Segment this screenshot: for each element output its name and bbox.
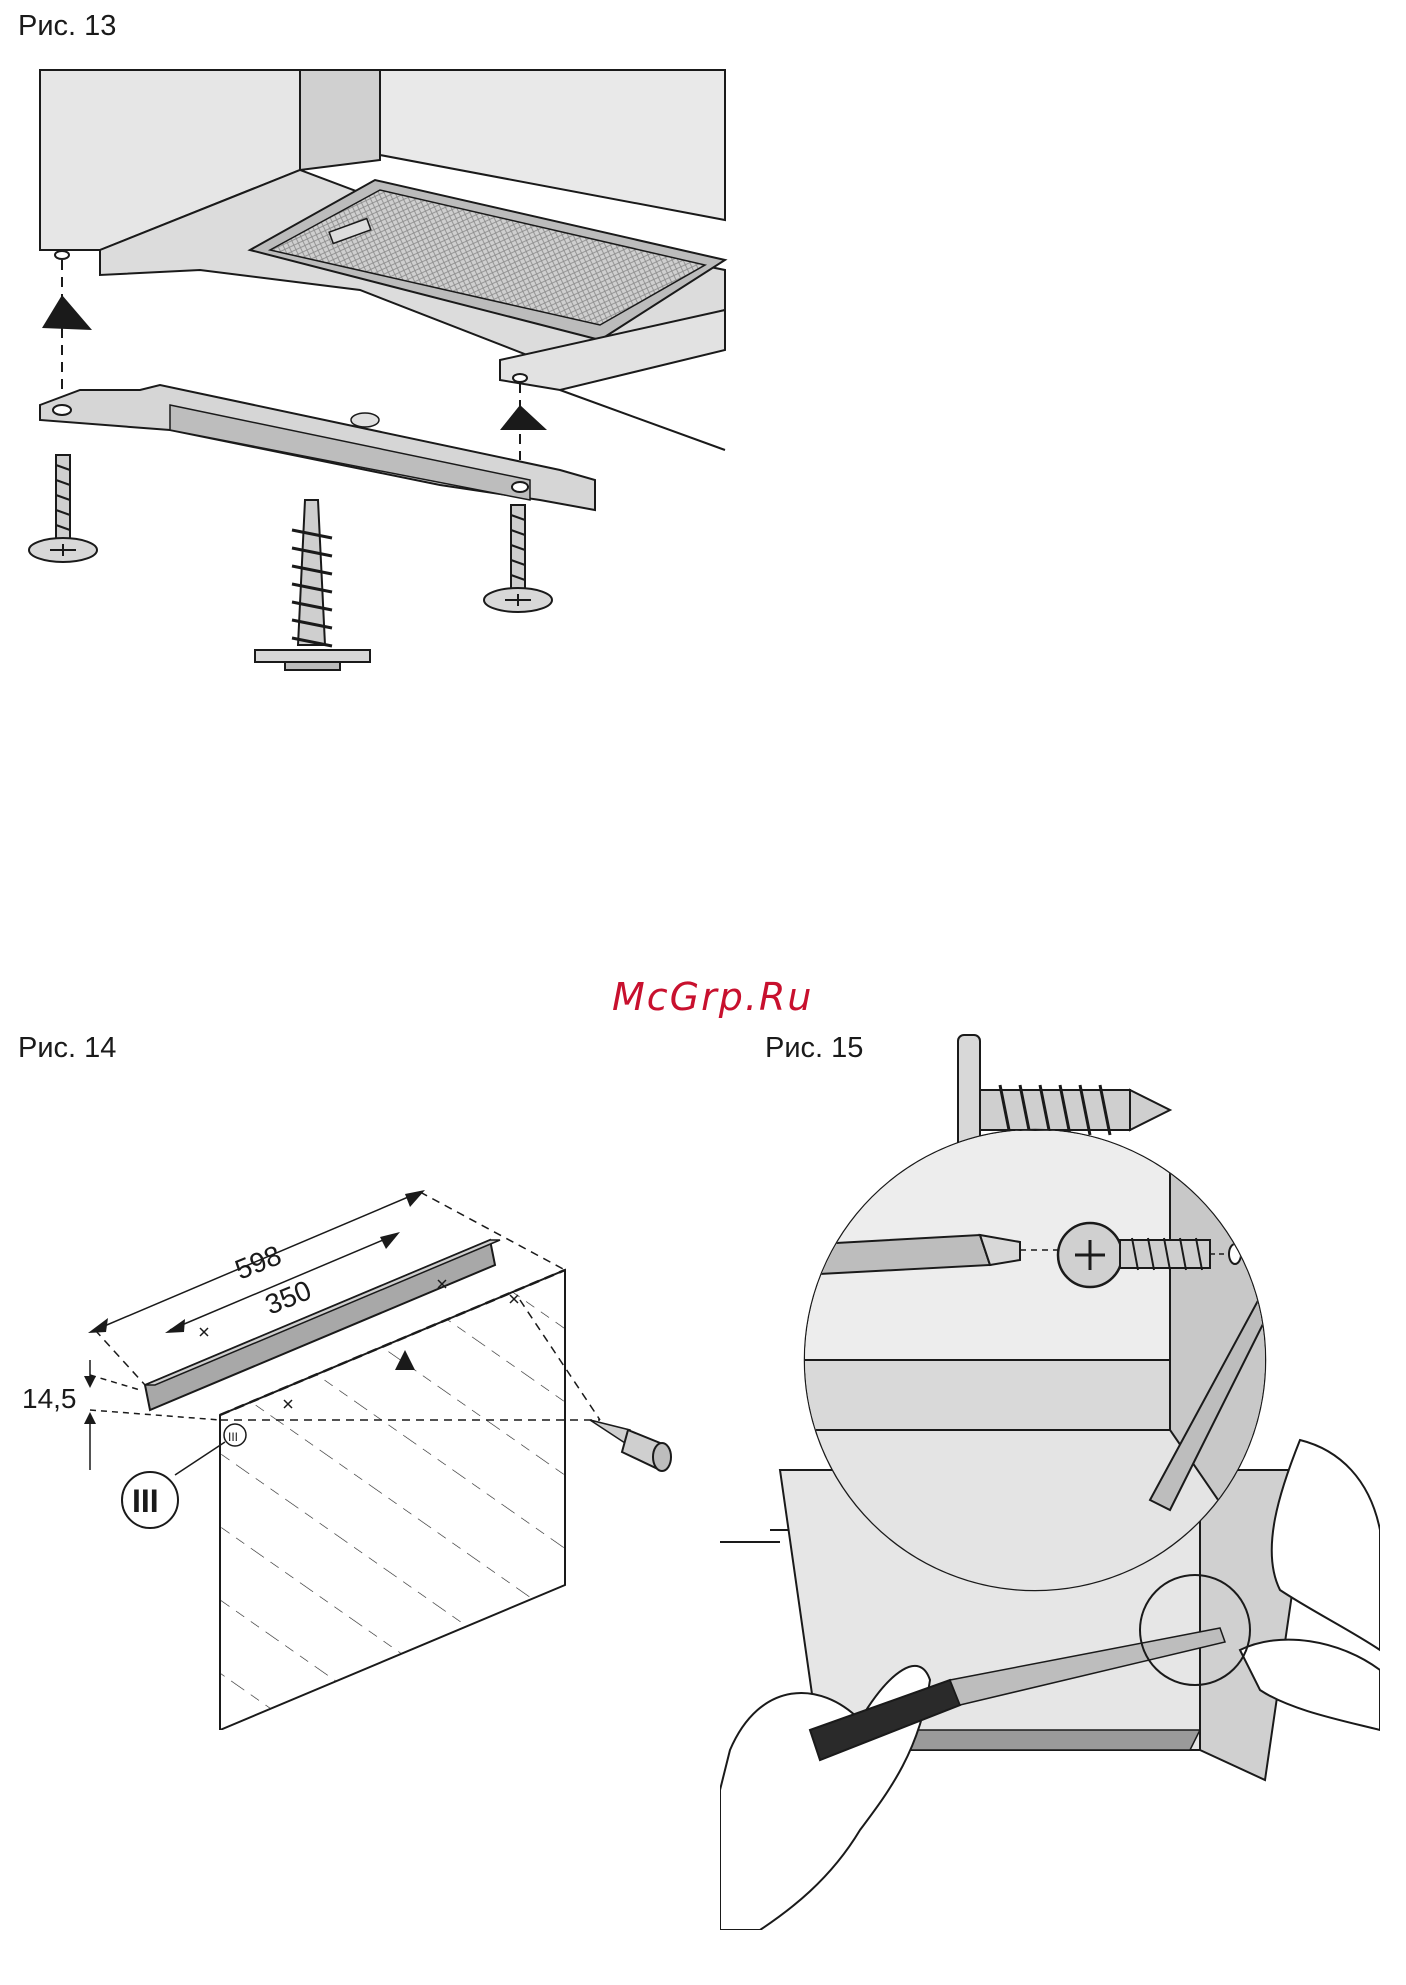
dimension-14-5: 14,5: [22, 1383, 77, 1414]
screw-small-left: [29, 455, 97, 562]
watermark: McGrp.Ru: [612, 978, 813, 1016]
dimension-350: 350: [261, 1274, 316, 1320]
marking-pin: [590, 1420, 671, 1471]
marker-small: III: [224, 1424, 246, 1446]
figure-14-caption: Рис. 14: [18, 1034, 116, 1063]
screw-small-right: [484, 505, 552, 612]
dimension-598: 598: [231, 1239, 286, 1285]
figure-15-illustration: [720, 1030, 1380, 1930]
figure-14-illustration: 598 350 14,5 III III: [0, 1080, 720, 1730]
figure-13-caption: Рис. 13: [18, 12, 116, 41]
marker-large: III: [122, 1472, 178, 1528]
mounting-rail: [40, 385, 595, 510]
figure-13-illustration: [0, 60, 740, 680]
svg-text:III: III: [132, 1483, 159, 1519]
svg-text:III: III: [228, 1430, 238, 1444]
screw-large: [255, 500, 370, 670]
